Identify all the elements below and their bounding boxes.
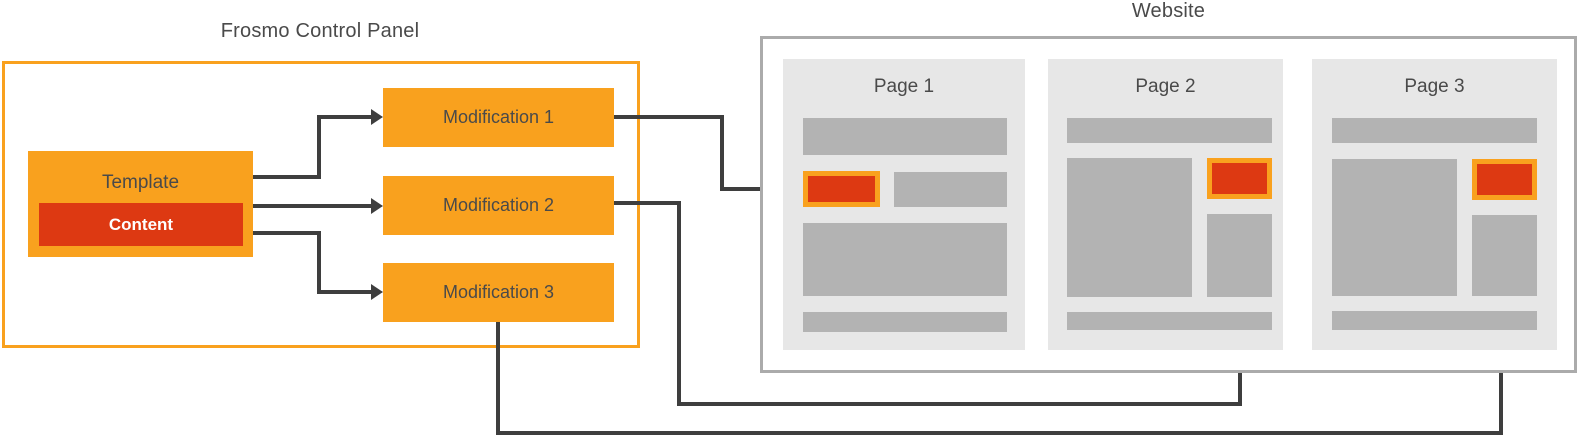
template-label: Template — [101, 171, 180, 193]
content-label: Content — [108, 214, 174, 234]
page-2-footer-block — [1067, 312, 1272, 330]
page-1-title: Page 1 — [873, 76, 935, 97]
arrowhead-right-icon — [371, 284, 383, 300]
arrowhead-right-icon — [371, 198, 383, 214]
connector-template-mod1-segment — [317, 115, 371, 119]
page-2-title: Page 2 — [1135, 76, 1196, 97]
connector-template-mod2-segment — [253, 204, 371, 208]
page-2-placement-box — [1207, 158, 1272, 199]
connector-mod1-page1-segment — [720, 115, 724, 190]
modification-3-label: Modification 3 — [442, 282, 555, 302]
page-1-side-block — [894, 172, 1007, 207]
connector-mod3-page3-segment — [496, 322, 500, 435]
page-3-content-block — [1332, 159, 1457, 296]
connector-template-mod3-segment — [317, 231, 321, 294]
connector-mod2-page2-segment — [614, 201, 681, 205]
page-3-side-block — [1472, 215, 1537, 296]
page-3-card: Page 3 — [1312, 59, 1557, 350]
page-3-title: Page 3 — [1404, 76, 1465, 97]
connector-mod1-page1-segment — [614, 115, 724, 119]
connector-template-mod3-segment — [317, 290, 371, 294]
page-2-header-block — [1067, 118, 1272, 143]
connector-template-mod1-segment — [317, 115, 321, 179]
modification-3-box: Modification 3 — [383, 263, 614, 322]
connector-mod2-page2-segment — [677, 402, 1242, 406]
modification-2-label: Modification 2 — [442, 195, 555, 215]
connector-mod2-page2-segment — [677, 201, 681, 406]
content-box: Content — [39, 203, 243, 246]
page-3-placement-box — [1472, 159, 1537, 200]
control-panel-title: Frosmo Control Panel — [220, 20, 420, 42]
page-1-footer-block — [803, 312, 1007, 332]
modification-1-label: Modification 1 — [442, 107, 555, 127]
page-2-side-block — [1207, 214, 1272, 297]
connector-mod1-page1-segment — [720, 187, 791, 191]
page-1-placement-box — [803, 171, 880, 207]
page-1-card: Page 1 — [783, 59, 1025, 350]
website-title: Website — [1131, 0, 1206, 22]
page-2-card: Page 2 — [1048, 59, 1283, 350]
arrowhead-right-icon — [371, 109, 383, 125]
modification-1-box: Modification 1 — [383, 88, 614, 147]
page-3-header-block — [1332, 118, 1537, 143]
connector-template-mod3-segment — [253, 231, 321, 235]
template-box: Template Content — [28, 151, 253, 257]
connector-mod3-page3-segment — [496, 431, 1503, 435]
page-3-footer-block — [1332, 311, 1537, 330]
page-2-content-block — [1067, 158, 1192, 297]
modification-2-box: Modification 2 — [383, 176, 614, 235]
page-1-header-block — [803, 118, 1007, 155]
page-1-content-block — [803, 223, 1007, 296]
connector-template-mod1-segment — [253, 175, 321, 179]
